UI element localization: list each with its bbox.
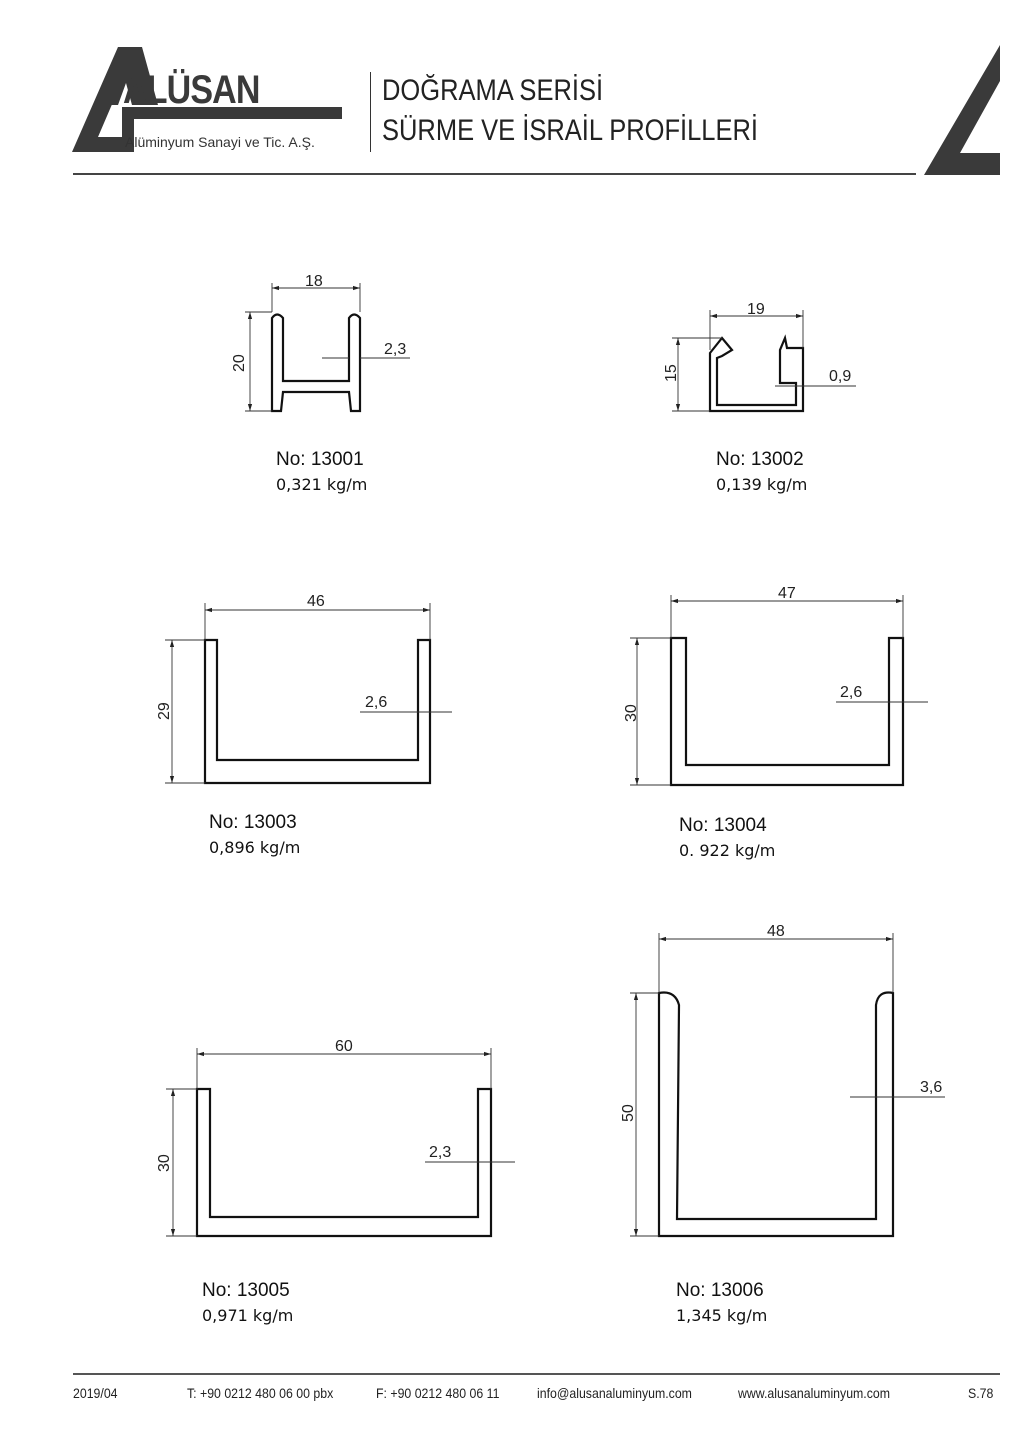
profile-number: No: 13005 — [202, 1280, 290, 1301]
dim-width-13001: 18 — [305, 273, 323, 290]
dim-thickness-13001: 2,3 — [384, 341, 406, 358]
dim-width-13006: 48 — [767, 923, 785, 940]
profile-weight: 0,896 kg/m — [209, 838, 301, 857]
profile-weight: 0,139 kg/m — [716, 475, 808, 494]
page-title: DOĞRAMA SERİSİ — [382, 74, 604, 107]
dim-thickness-13002: 0,9 — [829, 368, 851, 385]
profile-weight: 1,345 kg/m — [676, 1306, 768, 1325]
dim-height-13006: 50 — [620, 1104, 637, 1122]
header-divider — [370, 72, 371, 152]
brand-name: ALÜSAN — [123, 68, 260, 112]
profile-13002-shape — [708, 334, 805, 413]
dim-height-13002: 15 — [663, 364, 680, 382]
footer-fax: F: +90 0212 480 06 11 — [376, 1385, 500, 1401]
header-rule — [73, 173, 916, 175]
dim-thickness-13003: 2,6 — [365, 694, 387, 711]
profile-number: No: 13006 — [676, 1280, 764, 1301]
profile-number: No: 13003 — [209, 812, 297, 833]
profile-13004-shape — [669, 636, 905, 787]
alusan-logo-mark — [72, 47, 342, 152]
dim-height-13004: 30 — [623, 704, 640, 722]
footer-date: 2019/04 — [73, 1385, 118, 1401]
dim-height-13005: 30 — [156, 1154, 173, 1172]
profile-weight: 0,971 kg/m — [202, 1306, 294, 1325]
page-number: S.78 — [968, 1385, 994, 1401]
footer-website[interactable]: www.alusanaluminyum.com — [738, 1385, 891, 1401]
dim-height-13003: 29 — [156, 702, 173, 720]
profile-weight: 0,321 kg/m — [276, 475, 368, 494]
corner-logo-mark — [924, 45, 1000, 175]
profile-13001-shape — [270, 313, 362, 413]
page-subtitle: SÜRME VE İSRAİL PROFİLLERİ — [382, 114, 758, 147]
dim-thickness-13005: 2,3 — [429, 1144, 451, 1161]
profile-number: No: 13001 — [276, 449, 364, 470]
dim-width-13004: 47 — [778, 585, 796, 602]
profile-13003-shape — [203, 638, 432, 785]
profile-number: No: 13002 — [716, 449, 804, 470]
footer-email[interactable]: info@alusanaluminyum.com — [537, 1385, 692, 1401]
profile-weight: 0. 922 kg/m — [679, 841, 776, 860]
profile-13005-shape — [195, 1087, 493, 1238]
profile-13006-shape — [657, 991, 895, 1238]
dim-width-13002: 19 — [747, 301, 765, 318]
footer-rule — [73, 1373, 1000, 1375]
profile-number: No: 13004 — [679, 815, 767, 836]
dim-thickness-13004: 2,6 — [840, 684, 862, 701]
dim-width-13005: 60 — [335, 1038, 353, 1055]
footer-phone: T: +90 0212 480 06 00 pbx — [187, 1385, 334, 1401]
dim-height-13001: 20 — [231, 354, 248, 372]
dim-width-13003: 46 — [307, 593, 325, 610]
company-name: Alüminyum Sanayi ve Tic. A.Ş. — [125, 134, 315, 150]
dim-thickness-13006: 3,6 — [920, 1079, 942, 1096]
